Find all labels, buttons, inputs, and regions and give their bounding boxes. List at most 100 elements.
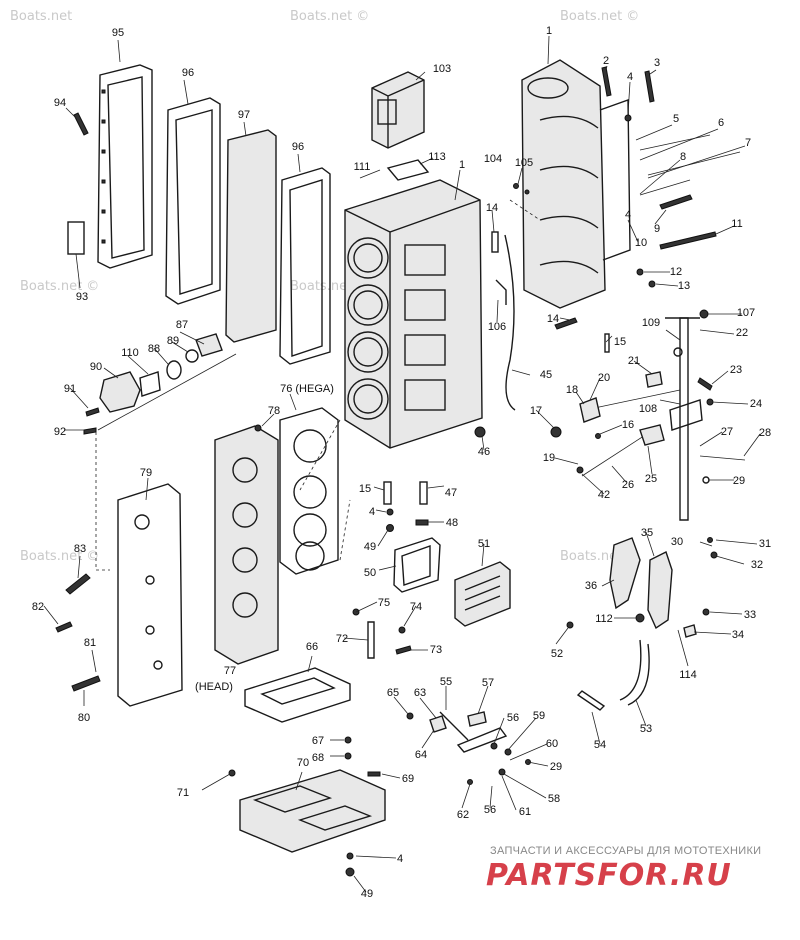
callout: 7 [745,137,751,149]
part-4-washer-c [346,852,354,860]
part-82-screw [55,621,73,633]
part-4-washer [624,114,632,122]
part-78-bolt [254,424,262,432]
callout: 88 [148,343,160,355]
part-68-washer [344,752,352,760]
callout: 48 [446,517,458,529]
linkage-assembly [406,711,531,785]
part-69-pin [367,771,381,777]
callout: 22 [736,327,748,339]
callout: 14 [486,202,498,214]
part-51-reed-block [454,561,511,627]
callout: 3 [654,57,660,69]
callout: 30 [671,536,683,548]
part-11-bolt [659,231,717,250]
part-9-bolt [659,194,693,210]
part-49-nut [386,524,394,532]
watermark: Boats.net © [560,9,639,24]
part-13-plug [648,280,656,288]
part-14-pin [491,231,499,253]
part-67-screw [344,736,352,744]
callout: 94 [54,97,66,109]
callout: 93 [76,291,88,303]
callout: 4 [627,71,633,83]
callout: 65 [387,687,399,699]
callout: 81 [84,637,96,649]
callout: 15 [614,336,626,348]
callout: 54 [594,739,606,751]
callout: 113 [428,151,446,163]
callout: 1 [459,159,465,171]
callout: 73 [430,644,442,656]
callout: 50 [364,567,376,579]
callout: 14 [547,313,559,325]
callout: 103 [433,63,451,75]
callout: 77 [224,665,236,677]
callout: 46 [478,446,490,458]
part-77-cylinder-head [214,425,279,665]
part-4-washer-b [386,508,394,516]
callout: 109 [642,317,660,329]
part-83-sensor [65,573,91,595]
part-50-plate [393,537,441,593]
part-54-fitting [576,690,606,711]
callout: 15 [359,483,371,495]
part-74-screw [398,626,406,634]
callout: 114 [679,669,697,681]
brand-logo: PARTSFOR.RU [486,858,732,893]
watermark: Boats.net © [20,549,99,564]
callout: 106 [488,321,506,333]
callout: 33 [744,609,756,621]
parts-drawings [55,59,746,877]
callout: 78 [268,405,280,417]
part-70-adapter-plate [239,769,386,853]
callout: 111 [354,161,371,173]
callout: 97 [238,109,250,121]
callout: 76 (HEGA) [280,383,334,395]
callout: 96 [292,141,304,153]
callout: 28 [759,427,771,439]
callout: 18 [566,384,578,396]
callout: 59 [533,710,545,722]
callout: 42 [598,489,610,501]
callout: 69 [402,773,414,785]
callout: 6 [718,117,724,129]
callout: 61 [519,806,531,818]
callout: 53 [640,723,652,735]
callout: 112 [595,613,613,625]
part-97-divider-plate [225,129,277,343]
watermark: Boats.net [10,9,72,24]
callout: 87 [176,319,188,331]
part-66-gasket [244,667,351,723]
callout: 35 [641,527,653,539]
callout: 26 [622,479,634,491]
throttle-linkage [550,309,746,521]
callout: 92 [54,426,66,438]
part-94-bolt [73,112,89,136]
callout: 4 [369,506,375,518]
callout: 24 [750,398,762,410]
callout: 49 [364,541,376,553]
callout: 34 [732,629,744,641]
callout: 11 [731,218,742,230]
callout: 95 [112,27,124,39]
callout: 32 [751,559,763,571]
callout: 72 [336,633,348,645]
callout: 49 [361,888,373,900]
part-2-bolt [601,66,612,97]
part-15-dowel [383,481,392,505]
callout: 66 [306,641,318,653]
crankcase-half [521,59,631,309]
callout: 64 [415,749,427,761]
callout: 74 [410,601,422,613]
part-71-screw [228,769,236,777]
part-95-plate [97,64,153,269]
part-93-tag [67,221,85,255]
callout: 45 [540,369,552,381]
callout: 68 [312,752,324,764]
callout: 19 [543,452,555,464]
callout: 29 [550,761,562,773]
callout: 83 [74,543,86,555]
